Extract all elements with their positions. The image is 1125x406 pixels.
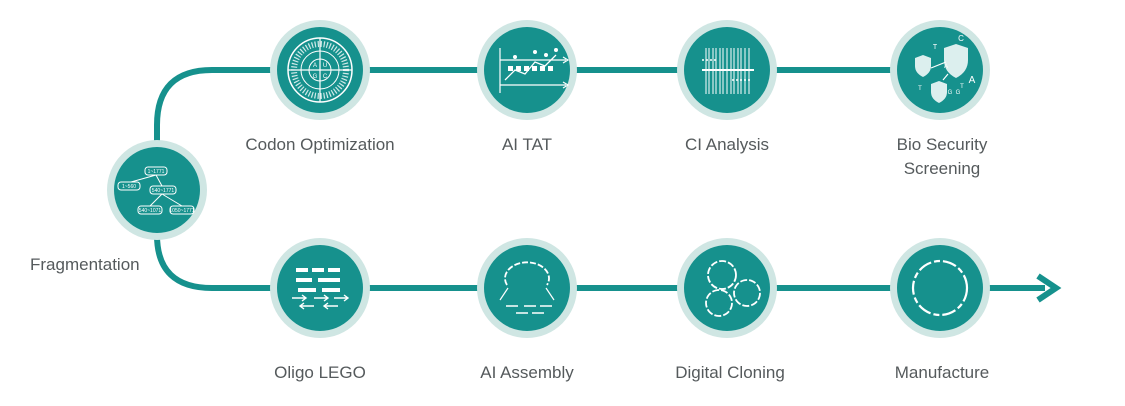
svg-text:T: T [933, 44, 938, 51]
svg-text:U: U [323, 63, 327, 69]
node-fragmentation: 1~1771 1~560 540~1771 540~1071 1050~1771 [107, 140, 207, 240]
barcode-icon [702, 48, 754, 94]
node-core [114, 147, 200, 233]
tree-leaf2-label: 1050~1771 [169, 208, 194, 214]
svg-text:A: A [944, 64, 948, 70]
label-manufacture: Manufacture [894, 363, 990, 382]
node-digital-cloning [677, 238, 777, 338]
tree-left-label: 1~560 [122, 184, 136, 190]
plasmid-circles-icon [705, 260, 761, 317]
label-ci-analysis: CI Analysis [684, 135, 770, 154]
svg-text:C: C [958, 34, 964, 43]
codon-wheel-icon [287, 37, 353, 103]
label-fragmentation: Fragmentation [30, 255, 140, 274]
tree-leaf1-label: 540~1071 [139, 208, 162, 214]
svg-text:A: A [969, 75, 976, 86]
node-bio-security: C T A T A G G T [890, 20, 990, 120]
node-oligo-lego [270, 238, 370, 338]
svg-text:G: G [956, 90, 961, 96]
node-manufacture [890, 238, 990, 338]
svg-text:T: T [960, 84, 964, 90]
label-ai-tat: AI TAT [501, 135, 553, 154]
ai-chart-icon [499, 48, 570, 93]
shield-icon [915, 44, 968, 103]
top-flow-line [154, 67, 935, 150]
label-codon-optimization: Codon Optimization [245, 135, 395, 154]
node-ci-analysis [677, 20, 777, 120]
svg-text:A: A [313, 63, 317, 69]
assembly-ring-icon [499, 261, 555, 314]
node-ai-tat [477, 20, 577, 120]
plasmid-ring-icon [911, 259, 969, 317]
label-bio-security: Bio Security Screening [896, 135, 988, 178]
svg-text:G: G [313, 74, 318, 80]
label-ai-assembly: AI Assembly [480, 363, 574, 382]
oligo-blocks-icon [292, 268, 350, 310]
label-digital-cloning: Digital Cloning [675, 363, 785, 382]
label-oligo-lego: Oligo LEGO [274, 363, 366, 382]
svg-text:T: T [918, 86, 922, 92]
svg-text:G: G [948, 90, 953, 96]
fragment-tree-icon [117, 166, 195, 215]
svg-text:C: C [323, 74, 328, 80]
arrow-head-icon [1036, 273, 1062, 303]
tree-root-label: 1~1771 [148, 169, 165, 175]
node-ai-assembly [477, 238, 577, 338]
tree-right-label: 540~1771 [152, 188, 175, 194]
